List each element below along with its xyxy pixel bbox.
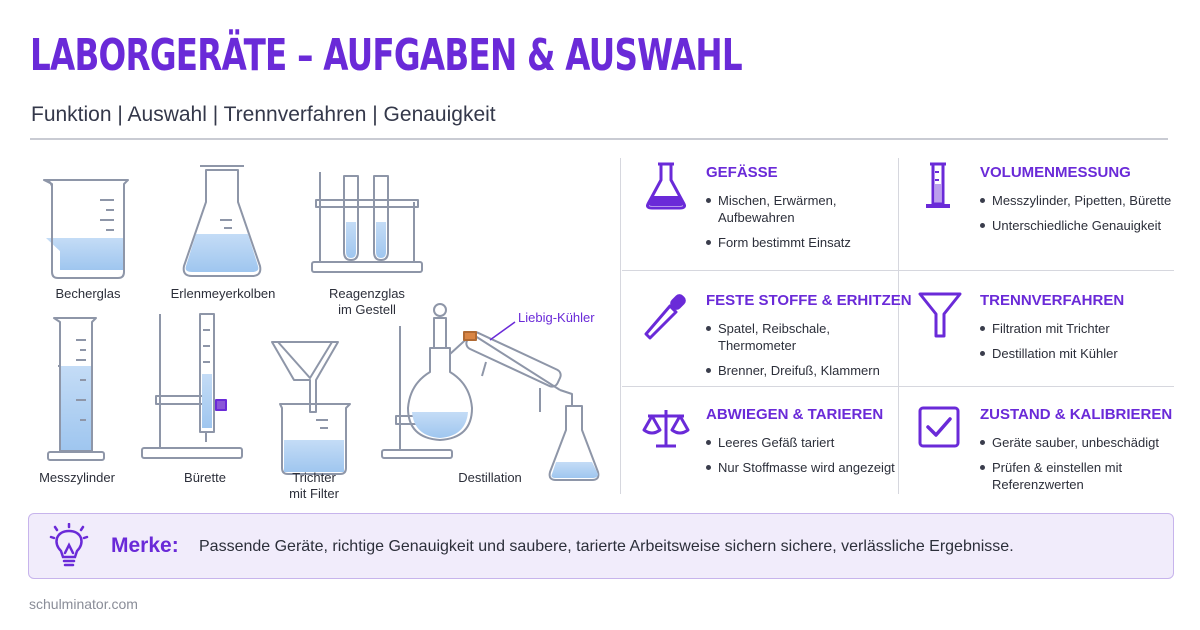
list-item: Destillation mit Kühler [980,345,1180,362]
label-destillation: Destillation [458,470,522,485]
category-title: VOLUMENMESSUNG [980,164,1131,181]
category-volumenmessung: VOLUMENMESSUNG Messzylinder, Pipetten, B… [914,160,1184,270]
scale-icon [642,410,690,448]
label-trichter: Trichter mit Filter [289,470,339,501]
equipment-illustrations: Becherglas Erlenmeyerkolben Reagenzglas … [20,150,610,510]
category-list: Spatel, Reibschale, Thermometer Brenner,… [706,320,906,387]
category-list: Geräte sauber, unbeschädigt Prüfen & ein… [980,434,1180,501]
footer-site[interactable]: schulminator.com [29,596,138,612]
erlenmeyer-flask-icon [182,165,262,277]
grid-separator-left [620,158,621,494]
merke-box: Merke: Passende Geräte, richtige Genauig… [28,513,1174,579]
list-item: Unterschiedliche Genauigkeit [980,217,1180,234]
list-item: Form bestimmt Einsatz [706,234,906,251]
label-liebig-kuehler: Liebig-Kühler [518,310,595,325]
funnel-icon [918,292,962,338]
list-item: Messzylinder, Pipetten, Bürette [980,192,1180,209]
list-item: Brenner, Dreifuß, Klammern [706,362,906,379]
merke-text: Passende Geräte, richtige Genauigkeit un… [199,538,1014,555]
list-item: Leeres Gefäß tariert [706,434,906,451]
liebig-callout-line [489,321,516,341]
category-list: Leeres Gefäß tariert Nur Stoffmasse wird… [706,434,906,484]
list-item: Filtration mit Trichter [980,320,1180,337]
label-messzylinder: Messzylinder [39,470,115,485]
category-list: Filtration mit Trichter Destillation mit… [980,320,1180,370]
cylinder-icon [926,162,950,208]
pipette-icon [644,294,686,340]
checkbox-icon [918,406,960,448]
test-tube-rack-icon [311,172,423,273]
page-subtitle: Funktion | Auswahl | Trennverfahren | Ge… [31,103,496,126]
category-title: ZUSTAND & KALIBRIEREN [980,406,1173,423]
category-zustand: ZUSTAND & KALIBRIEREN Geräte sauber, unb… [914,402,1184,512]
label-becherglas: Becherglas [55,286,121,301]
list-item: Nur Stoffmasse wird angezeigt [706,459,906,476]
merke-label: Merke: [111,534,179,557]
category-list: Mischen, Erwärmen, Aufbewahren Form best… [706,192,906,259]
category-title: FESTE STOFFE & ERHITZEN [706,292,912,309]
grid-row-separator-1 [622,270,1174,271]
burette-icon [141,313,243,459]
category-abwiegen: ABWIEGEN & TARIEREN Leeres Gefäß tariert… [640,402,910,512]
category-title: ABWIEGEN & TARIEREN [706,406,884,423]
list-item: Spatel, Reibschale, Thermometer [706,320,906,354]
grid-row-separator-2 [622,386,1174,387]
page-title: LABORGERÄTE – AUFGABEN & AUSWAHL [30,30,743,81]
grid-separator-middle [898,158,899,494]
flask-icon [646,162,686,210]
category-feste-stoffe: FESTE STOFFE & ERHITZEN Spatel, Reibscha… [640,288,912,398]
category-gefaesse: GEFÄSSE Mischen, Erwärmen, Aufbewahren F… [640,160,910,270]
equipment-drawing [43,165,600,481]
list-item: Prüfen & einstellen mit Referenzwerten [980,459,1180,493]
header-divider [30,138,1168,140]
beaker-icon [43,179,129,279]
category-list: Messzylinder, Pipetten, Bürette Untersch… [980,192,1180,242]
category-trennverfahren: TRENNVERFAHREN Filtration mit Trichter D… [914,288,1184,398]
label-reagenzglas: Reagenzglas im Gestell [329,286,405,317]
funnel-filter-icon [271,341,351,475]
list-item: Mischen, Erwärmen, Aufbewahren [706,192,906,226]
distillation-apparatus-icon [381,303,600,481]
graduated-cylinder-icon [47,317,105,461]
label-erlenmeyer: Erlenmeyerkolben [170,286,276,301]
list-item: Geräte sauber, unbeschädigt [980,434,1180,451]
category-title: GEFÄSSE [706,164,778,181]
lightbulb-icon [49,523,89,567]
label-buerette: Bürette [184,470,226,485]
category-title: TRENNVERFAHREN [980,292,1125,309]
